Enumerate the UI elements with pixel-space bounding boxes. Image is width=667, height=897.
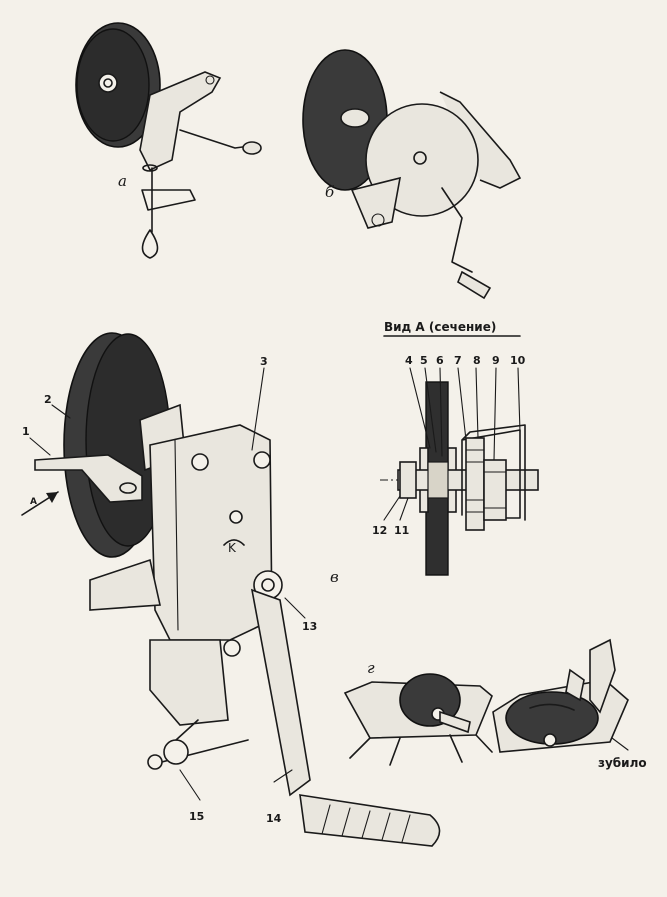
callout-14: 14 xyxy=(266,812,282,825)
section-label-5: 5 xyxy=(420,354,428,367)
section-label-8: 8 xyxy=(473,354,481,367)
sketch-b-clamp xyxy=(350,176,402,229)
section-gear-large xyxy=(465,437,485,531)
figure-letter-a: а xyxy=(118,172,127,190)
callout-15: 15 xyxy=(189,810,205,823)
sketch-a-crank xyxy=(179,129,251,149)
crank-handle xyxy=(299,794,441,847)
view-a-title: Вид А (сечение) xyxy=(384,320,497,334)
sketch-b-grinder xyxy=(302,49,522,300)
callout-3: 3 xyxy=(260,355,268,368)
svg-text:K: K xyxy=(228,541,237,555)
callout-1: 1 xyxy=(22,425,30,438)
oil-hole xyxy=(229,510,243,524)
section-label-6: 6 xyxy=(436,354,444,367)
section-label-4: 4 xyxy=(405,354,413,367)
section-label-10: 10 xyxy=(510,354,526,367)
arrow-label-a: А xyxy=(30,497,37,507)
callout-13: 13 xyxy=(302,620,318,633)
crank-arm xyxy=(250,588,311,797)
chisel-label: зубило xyxy=(598,756,647,770)
sketch-a-screw-handle xyxy=(141,229,159,259)
section-gear-small xyxy=(483,459,507,521)
base-lug xyxy=(89,558,161,611)
clamp-screw xyxy=(149,739,249,766)
main-grinder: K xyxy=(21,332,441,847)
section-label-11: 11 xyxy=(394,524,410,537)
tool-rest xyxy=(34,454,143,503)
section-label-9: 9 xyxy=(492,354,500,367)
clamp-body xyxy=(149,639,229,726)
section-label-7: 7 xyxy=(454,354,462,367)
figure-letter-b: б xyxy=(325,183,335,201)
figure-letter-v: в xyxy=(330,568,339,586)
section-view xyxy=(380,335,540,576)
sketch-a-housing xyxy=(139,71,222,172)
sketch-b-crank xyxy=(441,187,473,273)
sketch-a-clamp xyxy=(141,189,196,211)
callout-2: 2 xyxy=(44,393,52,406)
sketch-a-nut xyxy=(98,73,118,93)
section-label-12: 12 xyxy=(372,524,388,537)
sketch-a-grinder xyxy=(75,22,262,259)
figure-letter-g: г xyxy=(367,659,375,677)
gear-housing xyxy=(149,424,273,641)
sketch-g-box xyxy=(343,638,629,766)
sketch-g-hand xyxy=(589,638,616,714)
leader-lines xyxy=(29,367,306,801)
